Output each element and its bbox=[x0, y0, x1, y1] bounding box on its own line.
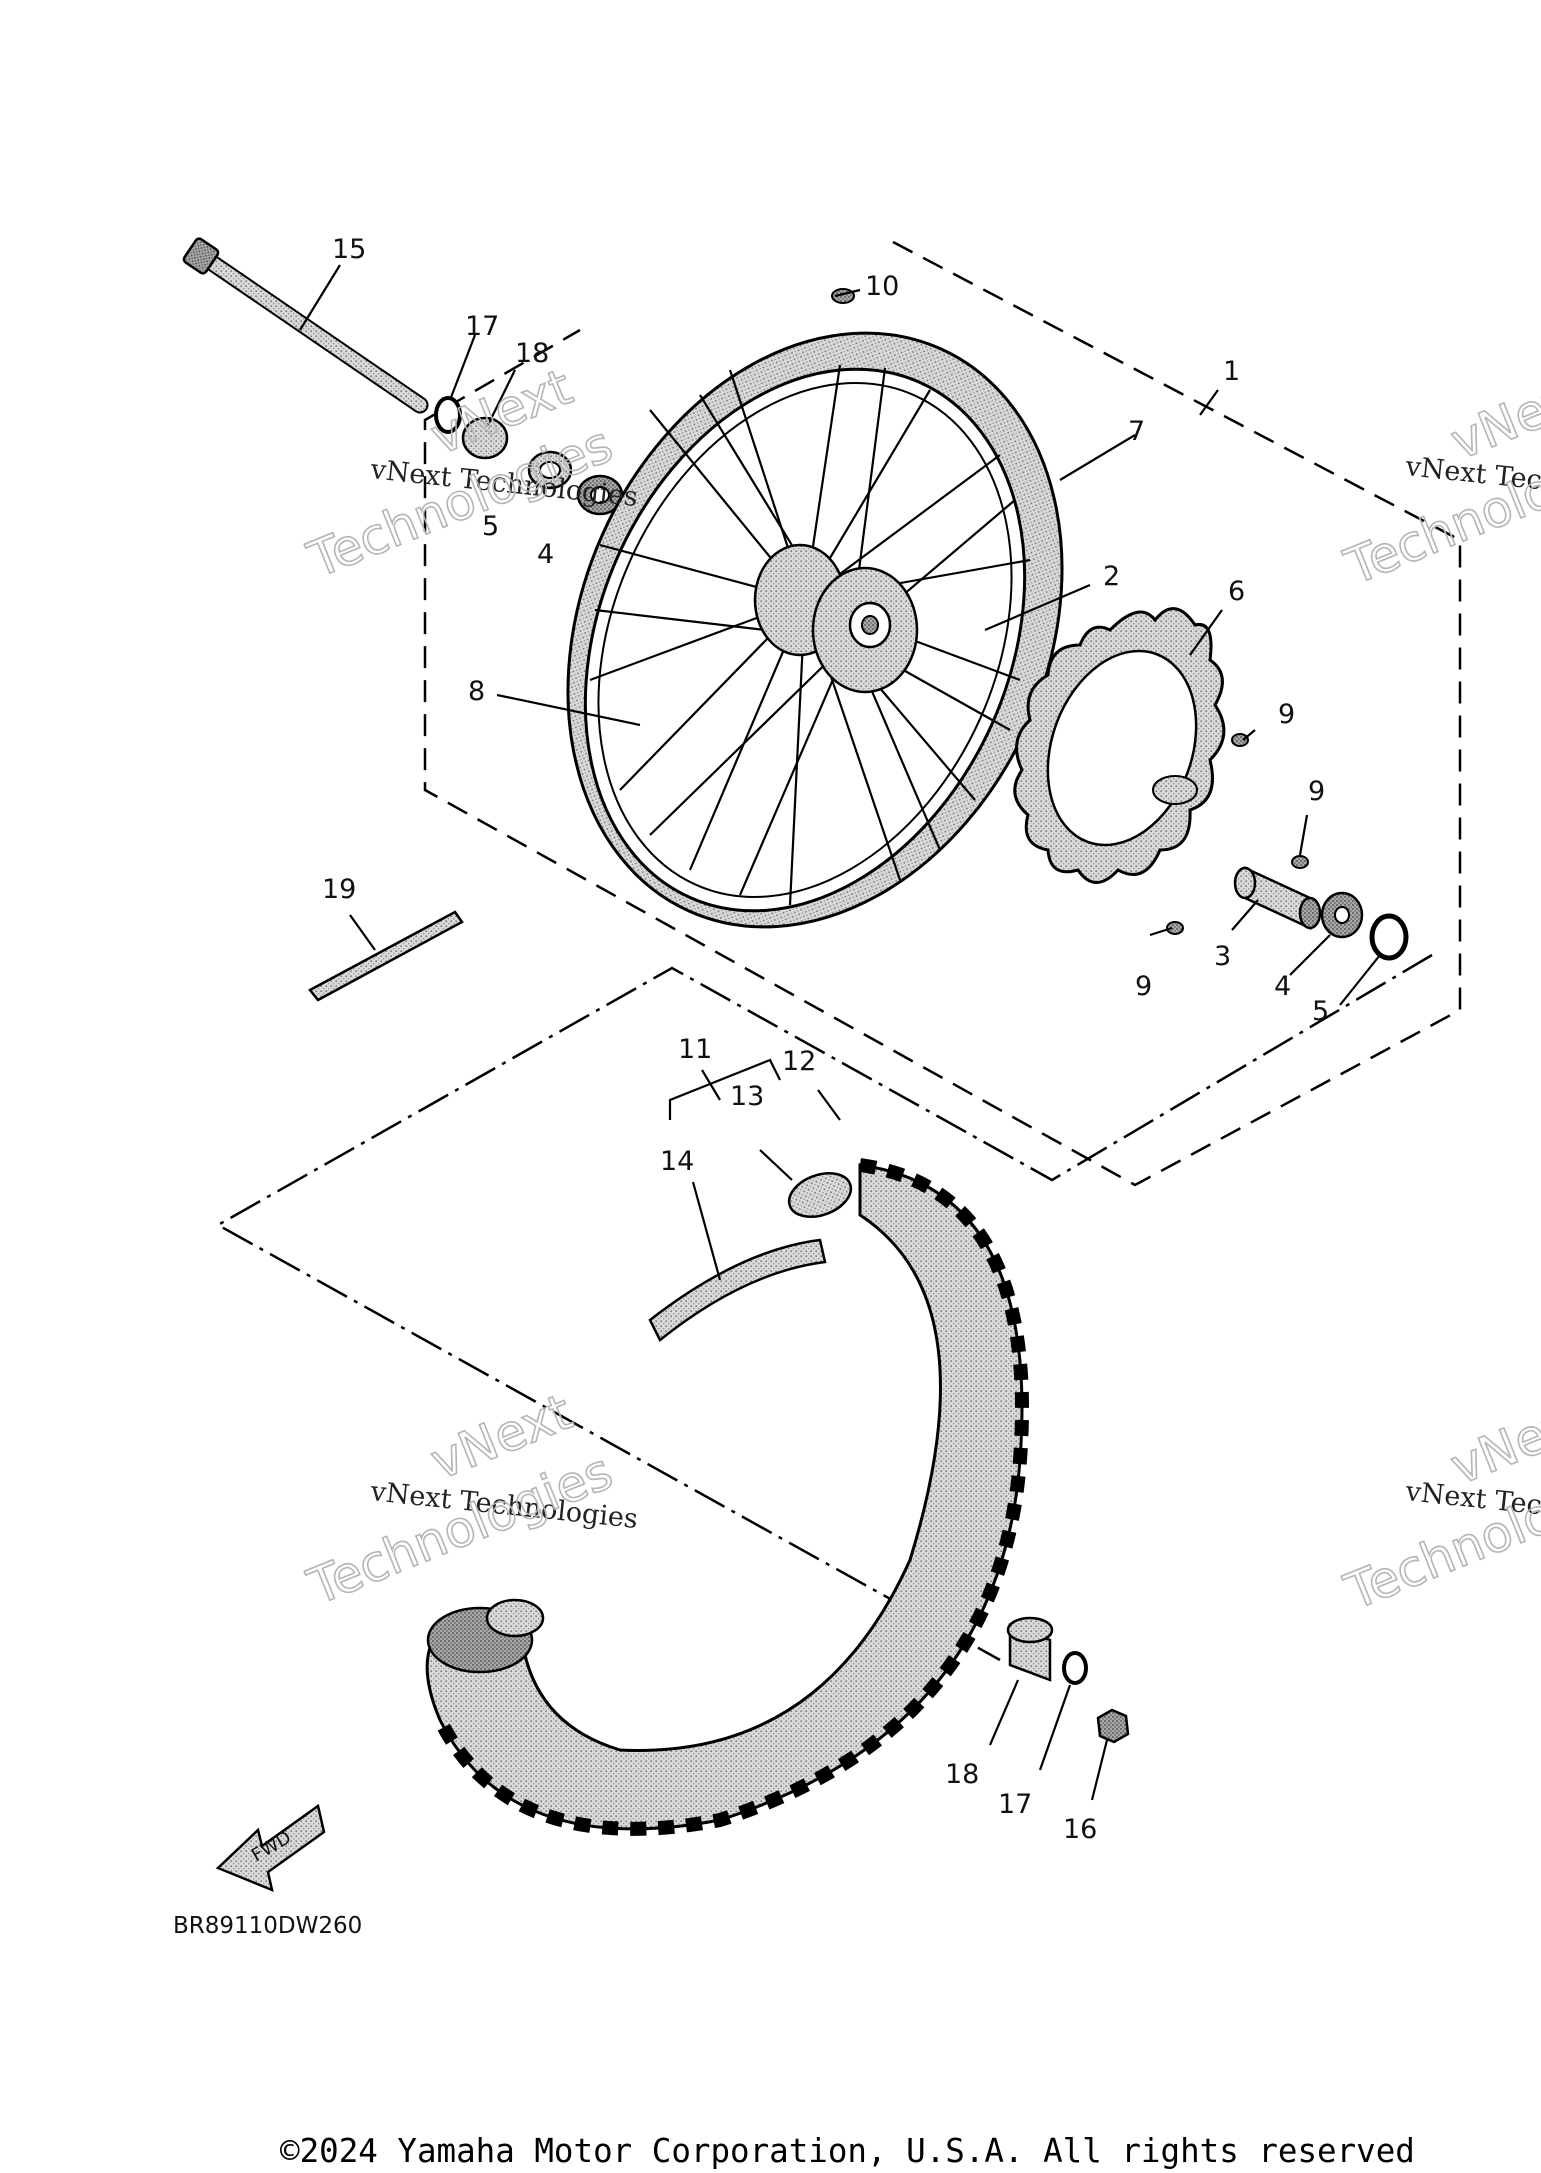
callout-17: 17 bbox=[465, 311, 499, 342]
callout-10: 10 bbox=[865, 271, 899, 302]
callout-17-right: 17 bbox=[998, 1789, 1032, 1820]
callout-9-bottom: 9 bbox=[1135, 971, 1152, 1002]
tire-boundary-dashdot bbox=[215, 953, 1433, 1662]
callout-15: 15 bbox=[332, 234, 366, 265]
callout-13: 13 bbox=[730, 1081, 764, 1112]
callout-8: 8 bbox=[468, 676, 485, 707]
leader-lines bbox=[299, 264, 1381, 1801]
callout-14: 14 bbox=[660, 1146, 694, 1177]
callout-16: 16 bbox=[1063, 1814, 1097, 1845]
callout-18: 18 bbox=[515, 338, 549, 369]
front-axle bbox=[182, 237, 429, 414]
callout-3: 3 bbox=[1214, 941, 1231, 972]
assembly-boundary-dashed bbox=[423, 240, 1462, 1187]
callout-1: 1 bbox=[1223, 356, 1240, 387]
front-wheel bbox=[566, 331, 1064, 929]
fwd-arrow: FWD bbox=[215, 1803, 326, 1893]
spoke-wrench bbox=[308, 910, 464, 1002]
right-side-spacers bbox=[1233, 866, 1409, 961]
callout-18-right: 18 bbox=[945, 1759, 979, 1790]
callouts: 15 17 18 5 4 10 1 7 2 6 8 9 9 9 3 4 5 19… bbox=[322, 234, 1329, 1845]
callout-9-top: 9 bbox=[1278, 699, 1295, 730]
callout-11: 11 bbox=[678, 1034, 712, 1065]
disc-bolts bbox=[1166, 733, 1309, 935]
callout-5: 5 bbox=[482, 511, 499, 542]
callout-2: 2 bbox=[1103, 561, 1120, 592]
inner-tube bbox=[485, 1172, 853, 1638]
axle-end-parts bbox=[1006, 1616, 1130, 1744]
left-side-spacers bbox=[434, 396, 624, 516]
rim-band bbox=[648, 1238, 827, 1342]
callout-6: 6 bbox=[1228, 576, 1245, 607]
callout-4-right: 4 bbox=[1274, 971, 1291, 1002]
callout-12: 12 bbox=[782, 1046, 816, 1077]
callout-9-mid: 9 bbox=[1308, 776, 1325, 807]
callout-5-right: 5 bbox=[1312, 996, 1329, 1027]
callout-7: 7 bbox=[1128, 416, 1145, 447]
watermark-text: vNext bbox=[1443, 1388, 1541, 1496]
watermark-text: vNext bbox=[1443, 363, 1541, 471]
diagram-code: BR89110DW260 bbox=[173, 1913, 362, 1939]
callout-4: 4 bbox=[537, 539, 554, 570]
callout-19: 19 bbox=[322, 874, 356, 905]
copyright-notice: ©2024 Yamaha Motor Corporation, U.S.A. A… bbox=[280, 2132, 1415, 2170]
brake-disc bbox=[1013, 607, 1226, 884]
